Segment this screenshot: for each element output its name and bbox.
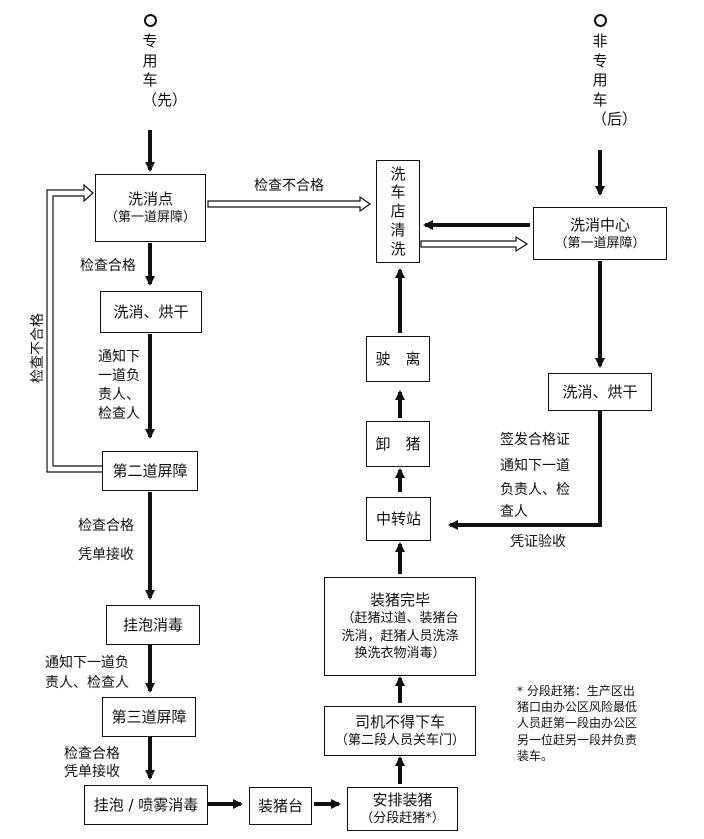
wash-dry-box-left: 洗消、烘干 <box>100 291 202 333</box>
wash-dry-right-text: 洗消、烘干 <box>562 382 638 401</box>
arrange-loading-subtitle: （分段赶猪*） <box>360 811 445 827</box>
wash-shop-text: 洗车店清洗 <box>390 164 406 258</box>
hollow-arrow-wash-shop-to-center <box>420 235 529 253</box>
loading-done-title: 装猪完毕 <box>369 591 430 610</box>
footnote: * 分段赶猪：生产区出 猪口由办公区风险最低 人员赶第一段由办公区 另一位赶另一… <box>517 683 637 764</box>
start-marker-right <box>594 14 607 27</box>
footnote-line-5: 装车。 <box>517 748 554 763</box>
wash-point-box: 洗消点 （第一道屏障） <box>95 174 206 242</box>
label-receipt-2: 凭单接收 <box>64 764 120 780</box>
driver-stay-subtitle: （第二段人员关车门） <box>334 733 465 749</box>
start-vehicle-left-label: 专用车（先） <box>142 32 188 109</box>
hollow-loop-barrier2-to-wash-point <box>46 183 104 473</box>
transfer-station-text: 中转站 <box>375 509 421 528</box>
wash-point-title: 洗消点 <box>127 190 173 209</box>
label-pass-3: 检查合格 <box>64 746 120 762</box>
driver-stay-title: 司机不得下车 <box>354 713 445 732</box>
barrier-2-text: 第二道屏障 <box>112 461 188 480</box>
footnote-line-3: 人员赶第一段由办公区 <box>517 716 638 731</box>
foam-disinfect-box: 挂泡消毒 <box>106 605 200 645</box>
label-pass-2: 检查合格 <box>78 518 134 534</box>
start-vehicle-right-label: 非专用车（后） <box>592 32 638 128</box>
label-cert-4: 查人 <box>500 504 528 520</box>
spray-disinfect-text: 挂泡 / 喷雾消毒 <box>93 795 199 814</box>
wash-center-title: 洗消中心 <box>569 215 630 234</box>
label-cert-1: 签发合格证 <box>500 432 570 448</box>
foam-disinfect-text: 挂泡消毒 <box>122 615 183 634</box>
wash-center-subtitle: （第一道屏障） <box>554 235 646 251</box>
barrier-3-text: 第三道屏障 <box>111 707 187 726</box>
start-marker-left <box>144 14 157 27</box>
arrow-dry-to-transfer <box>448 410 602 530</box>
label-receipt-1: 凭单接收 <box>78 547 134 563</box>
loading-done-line-3: 换洗衣物消毒） <box>354 646 446 662</box>
wash-point-subtitle: （第一道屏障） <box>104 210 196 226</box>
label-fail-top: 检查不合格 <box>254 178 324 194</box>
label-notify-2b: 责人、检查人 <box>45 675 129 691</box>
transfer-station-box: 中转站 <box>366 497 431 541</box>
barrier-3-box: 第三道屏障 <box>102 697 196 737</box>
arrange-loading-title: 安排装猪 <box>372 791 433 810</box>
footnote-line-1: * 分段赶猪：生产区出 <box>517 684 635 698</box>
loading-platform-box: 装猪台 <box>249 787 312 825</box>
footnote-line-4: 另一位赶另一段并负责 <box>517 732 638 747</box>
driver-stay-box: 司机不得下车 （第二段人员关车门） <box>324 706 476 756</box>
label-cert-2: 通知下一道 <box>500 458 570 474</box>
hollow-arrow-fail-to-wash-shop <box>207 195 372 213</box>
leave-box: 驶 离 <box>366 336 430 382</box>
loading-platform-text: 装猪台 <box>257 796 303 815</box>
label-notify-2a: 通知下一道负 <box>45 655 129 671</box>
label-pass-1: 检查合格 <box>80 258 136 274</box>
barrier-2-box: 第二道屏障 <box>102 451 198 491</box>
loading-done-line-2: 洗消，赶猪人员洗涤 <box>341 628 459 644</box>
label-fail-left: 检查不合格 <box>30 313 46 383</box>
unload-box: 卸 猪 <box>366 421 430 467</box>
label-notify-1: 通知下一道负责人、检查人 <box>98 349 140 422</box>
wash-center-box: 洗消中心 （第一道屏障） <box>533 207 667 260</box>
wash-dry-left-text: 洗消、烘干 <box>113 302 189 321</box>
label-verify: 凭证验收 <box>510 534 566 550</box>
loading-done-box: 装猪完毕 （赶猪过道、装猪台 洗消，赶猪人员洗涤 换洗衣物消毒） <box>324 577 476 676</box>
wash-dry-box-right: 洗消、烘干 <box>548 373 652 411</box>
unload-text: 卸 猪 <box>375 434 421 453</box>
footnote-line-2: 猪口由办公区风险最低 <box>517 700 638 715</box>
label-cert-3: 负责人、检 <box>500 482 570 498</box>
spray-disinfect-box: 挂泡 / 喷雾消毒 <box>84 785 208 825</box>
wash-shop-box: 洗车店清洗 <box>376 160 420 263</box>
arrange-loading-box: 安排装猪 （分段赶猪*） <box>347 787 458 831</box>
leave-text: 驶 离 <box>375 349 421 368</box>
loading-done-line-1: （赶猪过道、装猪台 <box>341 611 459 627</box>
